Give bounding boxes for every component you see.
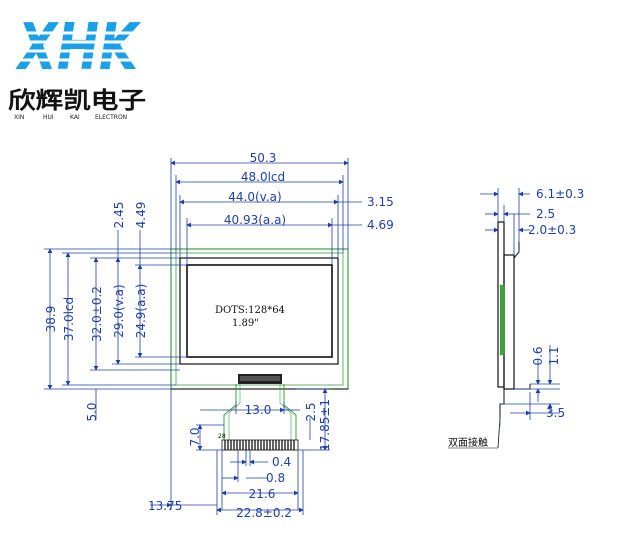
- dim-top-offset-1: 2.45: [112, 202, 126, 229]
- dim-va-width: 44.0(v.a): [228, 190, 281, 204]
- left-dimension-lines: [44, 230, 187, 420]
- dim-top-offset-2: 4.49: [134, 202, 148, 229]
- dim-side-bottom: 3.5: [546, 406, 565, 420]
- size-label: 1.89": [232, 318, 259, 329]
- side-view: [448, 221, 531, 449]
- dim-lcd-width: 48.0lcd: [241, 170, 285, 184]
- brand-name-cn: 欣辉凯电子: [8, 87, 146, 114]
- dim-outline-width: 50.3: [250, 151, 277, 165]
- brand-sub-kai: KAI: [70, 114, 80, 121]
- dim-side-v2: 1.1: [547, 346, 561, 365]
- side-note: 双面接触: [448, 436, 488, 449]
- dim-va-height: 29.0(v.a): [112, 284, 126, 337]
- dim-fpc-len-b: 17.85±1: [318, 399, 332, 451]
- side-dimension-lines: [480, 188, 560, 425]
- pin-mark: 28: [218, 433, 226, 440]
- dim-aa-height: 24.9(a.a): [134, 284, 148, 339]
- dim-outline-height: 38.9: [44, 306, 58, 333]
- fpc-dimension-lines: [150, 388, 330, 515]
- dim-fpc-offset: 2.5: [304, 402, 318, 421]
- brand-sub-electron: ELECTRON: [95, 114, 127, 121]
- module-outline: [170, 248, 349, 390]
- dim-height-tol: 32.0±0.2: [90, 286, 104, 342]
- dim-side-v1: 0.6: [531, 346, 545, 365]
- top-dimension-lines: [170, 158, 362, 265]
- dim-lcd-height: 37.0lcd: [62, 297, 76, 341]
- brand-logo: XHK: [10, 11, 150, 85]
- dim-bottom-offset: 5.0: [85, 402, 99, 421]
- dim-offset-r1: 3.15: [367, 195, 394, 209]
- logo-letters: XHK: [15, 11, 142, 85]
- dim-side-total: 6.1±0.3: [536, 187, 584, 201]
- dim-fpc-span: 21.6: [249, 487, 276, 501]
- dim-side-a: 2.5: [536, 207, 555, 221]
- dim-offset-r2: 4.69: [367, 218, 394, 232]
- dim-fpc-width: 13.0: [245, 403, 272, 417]
- dim-side-b: 2.0±0.3: [528, 223, 576, 237]
- dim-aa-width: 40.93(a.a): [224, 213, 286, 227]
- dim-fpc-lead: 0.8: [266, 471, 285, 485]
- brand-sub-hui: HUI: [43, 114, 54, 121]
- dim-fpc-total: 22.8±0.2: [236, 506, 292, 520]
- dim-fpc-len-a: 7.0: [188, 427, 202, 446]
- fpc-tail: [221, 384, 299, 451]
- dots-label: DOTS:128*64: [215, 305, 285, 316]
- brand-sub-xin: XIN: [14, 114, 24, 121]
- dim-fpc-left-offset: 13.75: [148, 499, 182, 513]
- dim-fpc-pitch: 0.4: [272, 455, 291, 469]
